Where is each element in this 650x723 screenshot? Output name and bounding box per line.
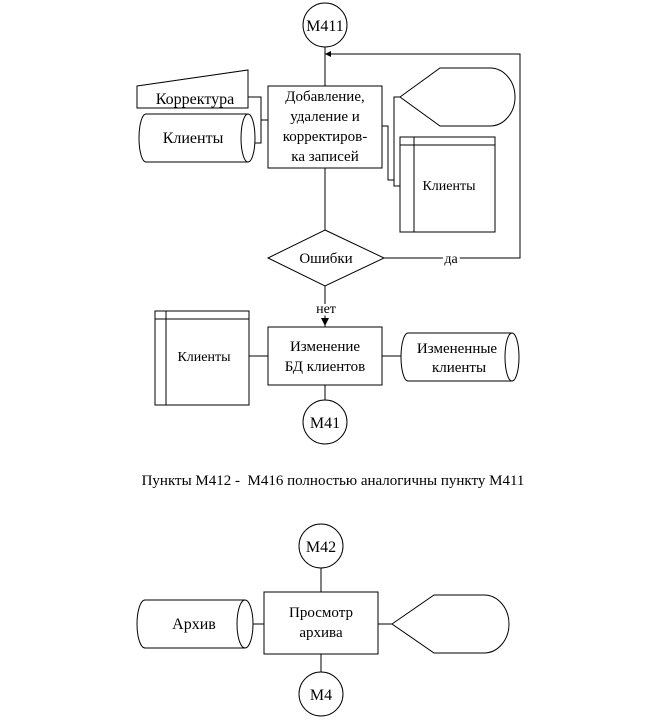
manual-input-correction: Корректура bbox=[136, 69, 249, 109]
document-clients: Клиенты bbox=[399, 136, 496, 233]
process-edit-records: Добавление, удаление и корректиров- ка з… bbox=[267, 85, 383, 169]
annotation-line bbox=[382, 125, 394, 181]
flow-m411: М411 да Корректура Клиенты Добавление, у… bbox=[136, 2, 521, 445]
arrowhead-icon bbox=[325, 51, 331, 57]
connector-m4: М4 bbox=[298, 671, 344, 717]
connector-m42: М42 bbox=[298, 523, 344, 569]
clients-input-storage: Клиенты bbox=[138, 113, 256, 163]
archive-label: Архив bbox=[172, 616, 216, 633]
process-update-db: Изменение БД клиентов bbox=[267, 326, 383, 386]
changed-line-2: клиенты bbox=[432, 360, 486, 376]
flow-m42: М42 Архив Просмотр архива М4 bbox=[136, 523, 510, 717]
clients-store: Клиенты bbox=[154, 310, 250, 406]
connector-m41: М41 bbox=[302, 399, 348, 445]
process-line-3: корректиров- bbox=[283, 129, 367, 145]
changed-clients-storage: Измененные клиенты bbox=[400, 332, 520, 382]
display-output bbox=[399, 67, 516, 127]
document-clients-label: Клиенты bbox=[422, 179, 476, 194]
arrowhead-icon bbox=[321, 318, 329, 326]
view-line-1: Просмотр bbox=[289, 605, 353, 621]
decision-errors: Ошибки bbox=[266, 229, 386, 287]
loop-back-line bbox=[325, 53, 521, 259]
changed-line-1: Измененные bbox=[417, 341, 498, 357]
no-label: нет bbox=[316, 302, 336, 317]
process-line-2: удаление и bbox=[290, 109, 360, 125]
clients-input-label: Клиенты bbox=[163, 130, 224, 147]
yes-label: да bbox=[444, 252, 458, 267]
update-line-2: БД клиентов bbox=[285, 359, 365, 375]
archive-storage: Архив bbox=[136, 599, 254, 649]
process-line-4: ка записей bbox=[291, 149, 358, 165]
note-text: Пункты М412 - М416 полностью аналогичны … bbox=[142, 473, 525, 489]
annotation-line bbox=[393, 96, 400, 187]
connector-m411: М411 bbox=[302, 2, 348, 48]
view-line-2: архива bbox=[299, 625, 343, 641]
decision-label: Ошибки bbox=[299, 251, 352, 267]
clients-store-label: Клиенты bbox=[177, 350, 231, 365]
connector-m41-label: М41 bbox=[310, 415, 340, 432]
manual-input-label: Корректура bbox=[156, 91, 234, 108]
connector-m4-label: М4 bbox=[310, 687, 332, 704]
update-line-1: Изменение bbox=[290, 339, 360, 355]
process-view-archive: Просмотр архива bbox=[263, 591, 379, 655]
process-line-1: Добавление, bbox=[285, 89, 365, 105]
connector-m411-label: М411 bbox=[306, 18, 344, 35]
connector-m42-label: М42 bbox=[306, 539, 336, 556]
display-output-archive bbox=[391, 594, 510, 654]
